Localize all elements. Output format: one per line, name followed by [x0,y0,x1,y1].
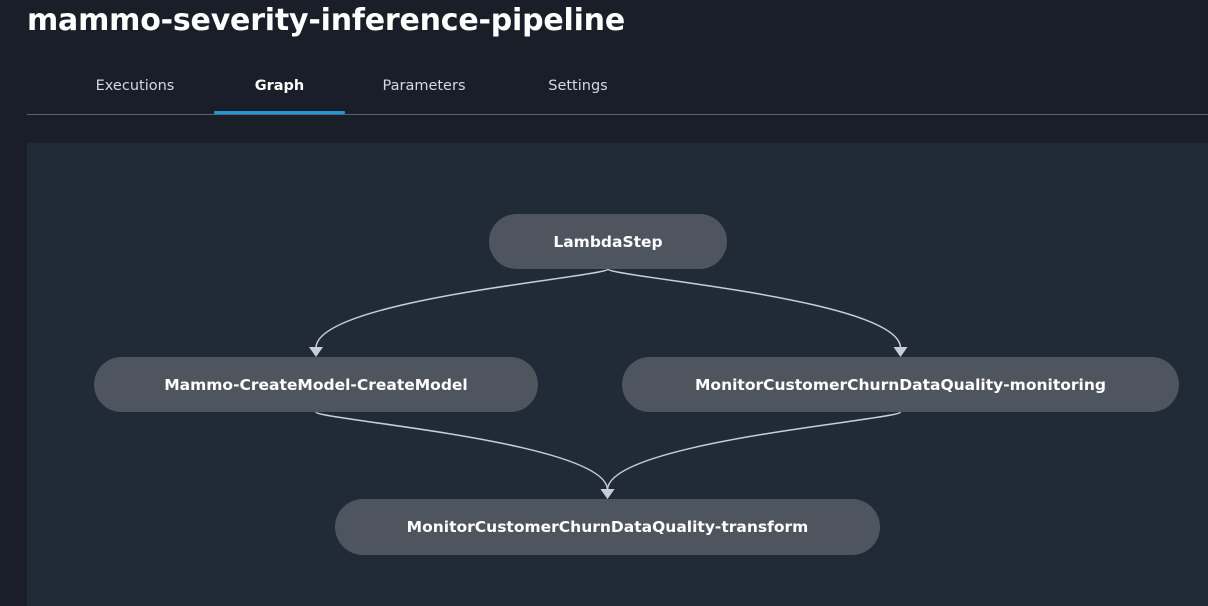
tab-label: Executions [95,78,175,94]
graph-node-lambda-step[interactable]: LambdaStep [489,214,727,269]
tab-executions[interactable]: Executions [93,78,177,114]
graph-node-label: MonitorCustomerChurnDataQuality-transfor… [406,518,809,536]
graph-edge-arrowhead [893,347,908,357]
graph-edge-arrowhead [600,489,615,499]
graph-edge-monitoring-to-transform [606,411,902,491]
page-title: mammo-severity-inference-pipeline [27,3,625,38]
graph-node-monitoring[interactable]: MonitorCustomerChurnDataQuality-monitori… [622,357,1179,412]
page-header: mammo-severity-inference-pipeline Execut… [0,0,1208,143]
tab-label: Parameters [382,78,466,94]
graph-node-label: MonitorCustomerChurnDataQuality-monitori… [695,375,1106,394]
tab-bar: Executions Graph Parameters Settings [27,78,1208,116]
graph-edge-layer [309,268,908,499]
active-tab-underline [214,111,345,114]
tab-label: Settings [548,78,608,94]
graph-edge-arrowhead [309,347,323,357]
graph-edge-lambda-step-to-mammo-createmodel [315,268,609,349]
tab-settings[interactable]: Settings [545,78,611,114]
tab-parameters[interactable]: Parameters [380,78,468,114]
tab-label: Graph [254,78,305,94]
graph-node-label: LambdaStep [553,232,663,251]
graph-node-label: Mammo-CreateModel-CreateModel [164,375,468,394]
tab-separator [27,114,1208,115]
graph-edge-mammo-createmodel-to-transform [315,411,609,491]
graph-node-mammo-createmodel[interactable]: Mammo-CreateModel-CreateModel [94,357,538,412]
tab-graph[interactable]: Graph [214,78,345,114]
graph-edge-lambda-step-to-monitoring [607,268,902,349]
graph-node-transform[interactable]: MonitorCustomerChurnDataQuality-transfor… [335,499,880,555]
